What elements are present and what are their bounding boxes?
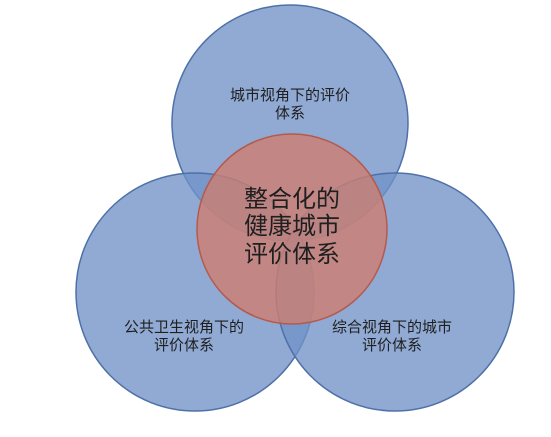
center-label-line-3: 评价体系 xyxy=(244,239,340,268)
left-label-line-2: 评价体系 xyxy=(153,336,214,354)
center-label-line-2: 健康城市 xyxy=(244,212,340,241)
left-label: 公共卫生视角下的 评价体系 xyxy=(110,318,258,354)
top-label: 城市视角下的评价 体系 xyxy=(214,86,366,122)
right-label-line-1: 综合视角下的城市 xyxy=(331,318,452,336)
left-label-line-1: 公共卫生视角下的 xyxy=(123,318,244,336)
top-label-line-1: 城市视角下的评价 xyxy=(229,86,350,104)
center-label-line-1: 整合化的 xyxy=(244,185,340,213)
center-label: 整合化的 健康城市 评价体系 xyxy=(226,185,358,268)
right-label: 综合视角下的城市 评价体系 xyxy=(316,318,468,354)
right-label-line-2: 评价体系 xyxy=(361,336,422,354)
top-label-line-2: 体系 xyxy=(274,104,305,122)
center-circle xyxy=(196,133,388,325)
